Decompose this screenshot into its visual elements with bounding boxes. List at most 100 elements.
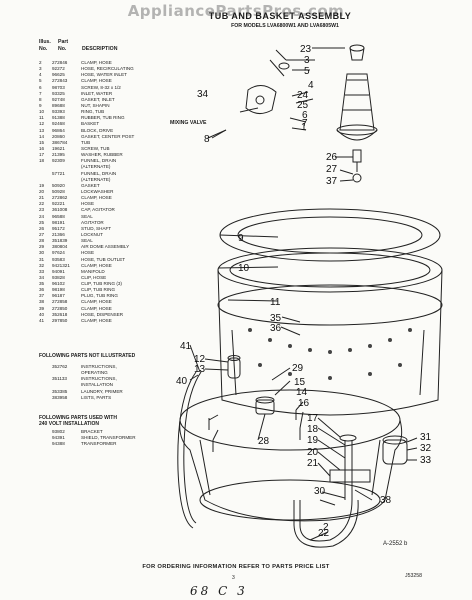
illus-number: 25	[39, 219, 45, 225]
part-description: INSTALLATION	[81, 382, 113, 388]
part-number: 272858	[52, 299, 68, 305]
part-description: HOSE	[81, 201, 95, 207]
part-row: 27 21366 LOCKNUT	[39, 232, 179, 238]
callout-number: 34	[197, 89, 209, 100]
illus-number: 14	[39, 133, 45, 139]
part-number: 9421321	[52, 262, 70, 268]
part-number: 272843	[52, 78, 68, 84]
part-number: 94091	[52, 268, 65, 274]
part-description: AIR DOME ASSEMBLY	[81, 244, 130, 250]
callout-number: 21	[307, 458, 319, 469]
handwritten-note: 68 C 3	[190, 584, 248, 598]
callout-number: 17	[307, 413, 319, 424]
illus-no-header: Illus.No.	[39, 39, 51, 52]
part-description: HOSE, WATER INLET	[81, 72, 127, 78]
part-row: OPERATING	[39, 370, 179, 376]
part-row: INSTALLATION	[39, 382, 179, 388]
part-description: CLAMP, HOSE	[81, 317, 112, 323]
part-number: 89688	[52, 102, 65, 108]
illus-number: 27	[39, 231, 45, 237]
illus-number: 10	[39, 109, 45, 115]
illus-number: 12	[39, 121, 45, 127]
part-description: CLAMP, HOSE	[81, 195, 112, 201]
part-description: LOCKNUT	[81, 231, 103, 237]
part-number: 21366	[52, 231, 65, 237]
callout-number: 30	[314, 486, 326, 497]
part-number: 92272	[52, 66, 65, 72]
part-description: TRANSFORMER	[81, 441, 117, 447]
part-description: CLAMP, HOSE	[81, 299, 112, 305]
part-number: 351839	[52, 238, 68, 244]
part-number: 93583	[52, 256, 65, 262]
illus-number: 31	[39, 256, 45, 262]
part-description: SCREW, TUB	[81, 145, 110, 151]
illus-number: 11	[39, 115, 44, 121]
part-description: (ALTERNATE)	[81, 164, 111, 170]
part-number: 98198	[52, 287, 65, 293]
part-number: 50920	[52, 182, 65, 188]
mixing-valve-label: MIXING VALVE	[170, 120, 207, 126]
callout-number: 37	[326, 176, 338, 187]
part-description: STUD, SHAFT	[81, 225, 112, 231]
callout-number: 36	[270, 323, 282, 334]
part-description: TUB	[81, 139, 91, 145]
callout-number: 5	[304, 66, 310, 77]
part-number: 96187	[52, 293, 65, 299]
callout-number: 15	[294, 377, 306, 388]
part-number: 383958	[52, 394, 68, 400]
part-description: HOSE	[81, 250, 95, 256]
part-description: HOSE, TUB OUTLET	[81, 256, 126, 262]
callout-number: 8	[204, 134, 210, 145]
part-description: CAP, AGITATOR	[81, 207, 115, 213]
part-number: 92309	[52, 158, 65, 164]
callout-number: 13	[194, 364, 206, 375]
part-number: 19621	[52, 145, 65, 151]
callout-number: 28	[258, 436, 270, 447]
part-description: INLET, WATER	[81, 90, 113, 96]
part-number: 91388	[52, 115, 65, 121]
callout-number: 10	[238, 263, 250, 274]
illus-number: 34	[39, 274, 45, 280]
illus-number: 21	[39, 195, 45, 201]
illus-number: 5	[39, 78, 42, 84]
part-number: 92748	[52, 96, 65, 102]
callout-number: 23	[300, 44, 312, 55]
illus-number: 7	[39, 90, 42, 96]
callout-number: 12	[194, 354, 206, 365]
part-number: 361008	[52, 207, 68, 213]
part-description: CLAMP, HOSE	[81, 78, 112, 84]
illus-number: 35	[39, 281, 45, 287]
illus-number: 37	[39, 293, 45, 299]
part-number: 93325	[52, 90, 65, 96]
part-number: 20860	[52, 133, 65, 139]
part-number: 98191	[52, 219, 65, 225]
part-description: FUNNEL, DRAIN	[81, 158, 117, 164]
callout-number: 24	[297, 90, 309, 101]
part-description: CLIP, HOSE	[81, 274, 107, 280]
part-number: 98703	[52, 84, 65, 90]
part-number: 96864	[52, 127, 65, 133]
part-description: CLAMP, HOSE	[81, 305, 112, 311]
part-number: 50928	[52, 188, 65, 194]
agitator-cap-body	[349, 47, 365, 61]
illus-number: 20	[39, 188, 45, 194]
part-number: 93393	[52, 109, 65, 115]
callout-number: 32	[420, 443, 432, 454]
part-description: SEAL	[81, 238, 93, 244]
part-number: 94391	[52, 435, 65, 441]
illus-number: 24	[39, 213, 45, 219]
part-description: INSTRUCTIONS,	[81, 364, 117, 369]
